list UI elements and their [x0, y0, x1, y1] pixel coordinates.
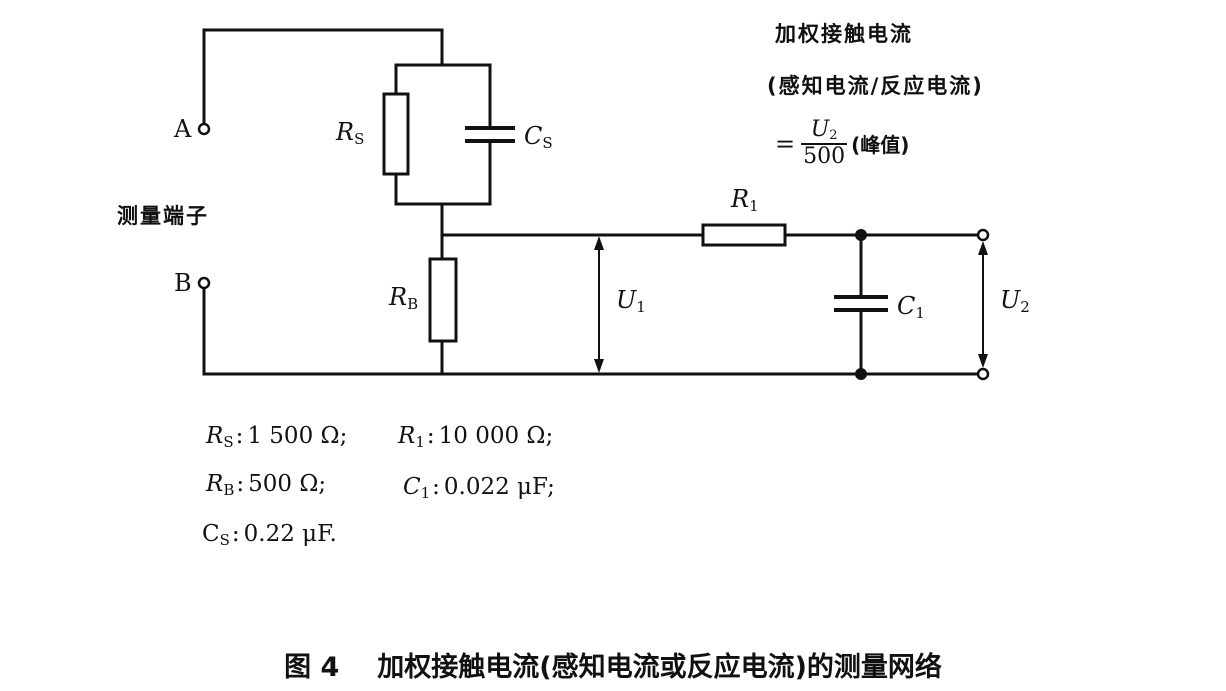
resistor-rs [382, 92, 410, 176]
arrowhead-u1-top [594, 236, 604, 250]
resistor-rb [428, 257, 458, 343]
c1-label: C1 [897, 292, 925, 322]
param-rb: RB:500 Ω; [206, 471, 327, 499]
note-formula: = U2 500 (峰值) [775, 117, 910, 170]
fraction-numerator: U2 [810, 117, 838, 143]
fraction: U2 500 [801, 117, 848, 170]
note-line-2: (感知电流/反应电流) [767, 74, 984, 98]
figure-title: 加权接触电流(感知电流或反应电流)的测量网络 [377, 652, 942, 683]
terminal-group-label: 测量端子 [117, 204, 209, 228]
fraction-denominator: 500 [803, 144, 846, 170]
cs-label: CS [524, 122, 553, 152]
rb-label: RB [389, 283, 419, 313]
fraction-bar [801, 143, 848, 146]
arrowhead-u2-top [978, 241, 988, 255]
param-cs: CS:0.22 μF. [202, 521, 337, 549]
terminal-a [197, 122, 211, 136]
terminal-u2-bottom [976, 367, 990, 381]
param-r1: R1:10 000 Ω; [398, 423, 554, 451]
u2-label: U2 [1000, 286, 1030, 316]
wire-terminal-a [202, 28, 444, 126]
equals-sign: = [775, 129, 796, 158]
wire-terminal-b [202, 285, 980, 376]
arrowhead-u1-bottom [594, 359, 604, 373]
note-line-1: 加权接触电流 [775, 22, 913, 46]
junction-node-top [855, 229, 867, 241]
r1-label: R1 [731, 185, 759, 215]
u1-label: U1 [616, 286, 646, 316]
figure-caption: 图 4 加权接触电流(感知电流或反应电流)的测量网络 [0, 645, 1226, 684]
param-c1: C1:0.022 μF; [403, 474, 555, 502]
terminal-a-label: A [174, 115, 192, 143]
figure-number: 图 4 [284, 652, 340, 683]
junction-node-bottom [855, 368, 867, 380]
rs-label: RS [336, 118, 365, 148]
arrowhead-u2-bottom [978, 354, 988, 368]
param-rs: RS:1 500 Ω; [206, 423, 348, 451]
terminal-b-label: B [174, 269, 192, 297]
peak-label: (峰值) [851, 133, 910, 158]
terminal-u2-top [976, 228, 990, 242]
terminal-b [197, 276, 211, 290]
resistor-r1 [701, 223, 787, 247]
